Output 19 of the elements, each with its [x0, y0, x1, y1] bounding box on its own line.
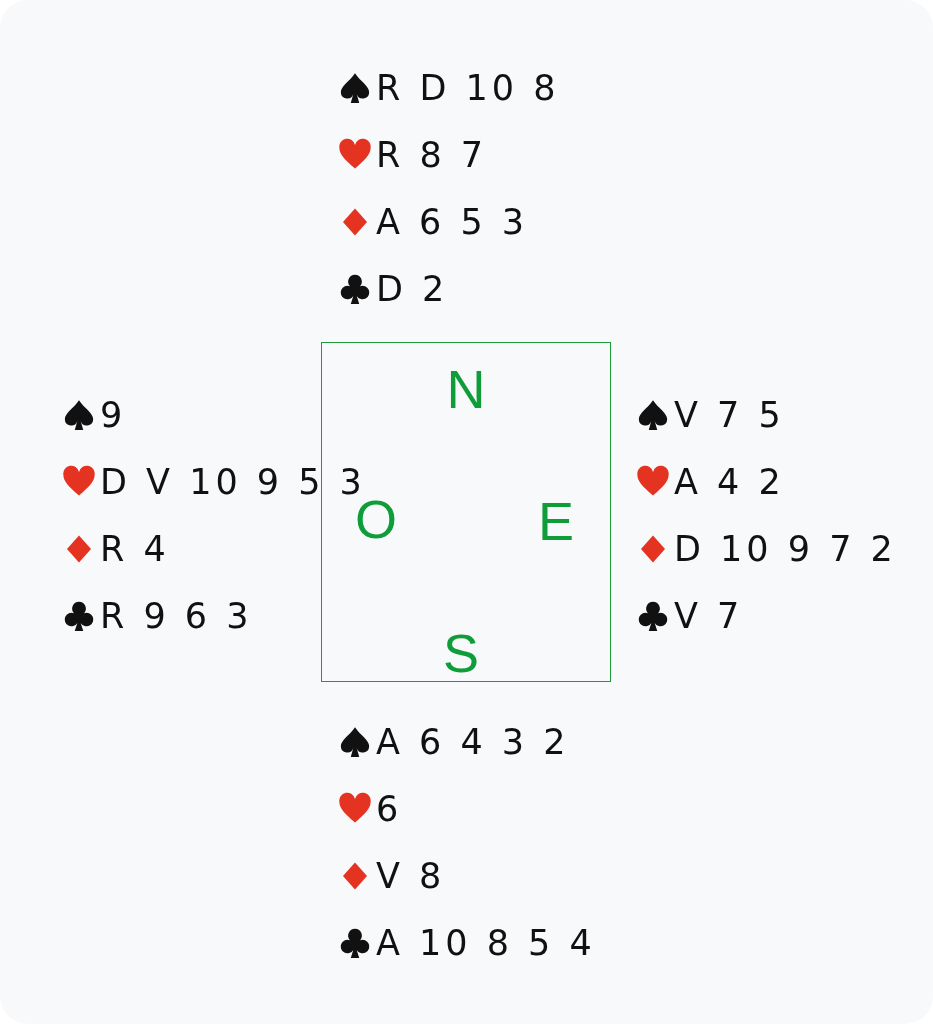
direction-letter: S	[443, 626, 479, 680]
card-ranks: 9	[100, 397, 127, 433]
card-ranks: A 6 4 3 2	[376, 724, 570, 760]
card-ranks: V 8	[376, 858, 446, 894]
card-ranks: D 2	[376, 271, 449, 307]
card-ranks: R 8 7	[376, 137, 488, 173]
card-ranks: V 7	[674, 598, 744, 634]
compass-box	[321, 342, 611, 682]
card-ranks: R 9 6 3	[100, 598, 253, 634]
card-ranks: R 4	[100, 531, 170, 567]
card-ranks: V 7 5	[674, 397, 785, 433]
card-ranks: A 10 8 5 4	[376, 925, 596, 961]
card-ranks: D 10 9 7 2	[674, 531, 897, 567]
card-ranks: R D 10 8	[376, 70, 560, 106]
direction-letter: E	[538, 494, 574, 548]
direction-letter: N	[446, 362, 486, 416]
card-ranks: 6	[376, 791, 403, 827]
card-ranks: A 6 5 3	[376, 204, 529, 240]
card-ranks: A 4 2	[674, 464, 785, 500]
